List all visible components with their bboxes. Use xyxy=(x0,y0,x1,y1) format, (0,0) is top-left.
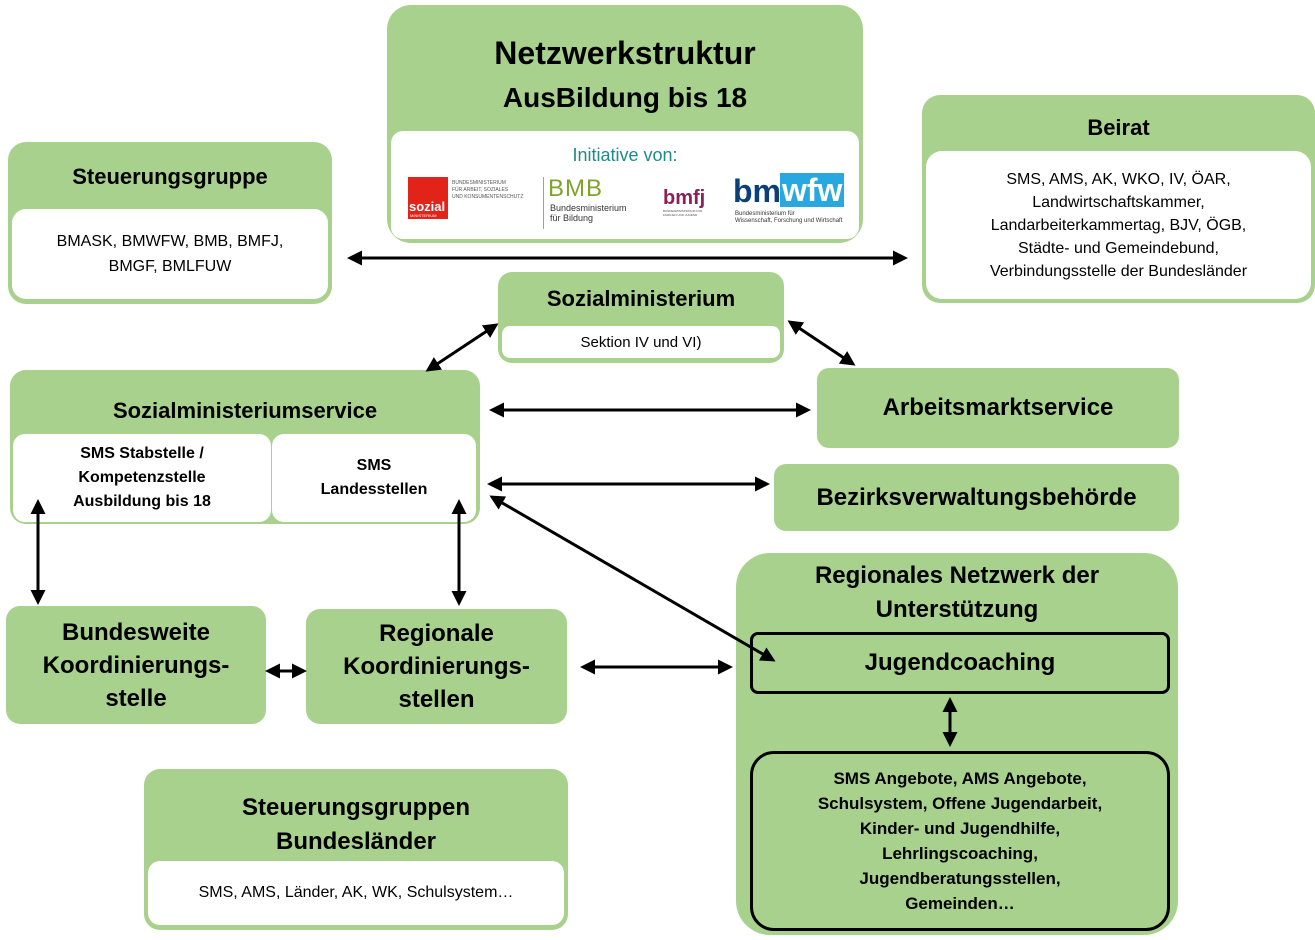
regionale-koordinierungsstellen-box: Regionale Koordinierungs- stellen xyxy=(306,609,567,724)
sozialministeriumservice-title: Sozialministeriumservice xyxy=(112,398,378,423)
arbeitsmarktservice-box: Arbeitsmarktservice xyxy=(817,368,1179,448)
sms-stabstelle: SMS Stabstelle / Kompetenzstelle Ausbild… xyxy=(13,434,271,522)
diagram-subtitle: AusBildung bis 18 xyxy=(502,82,748,113)
sozialministerium-box: Sozialministerium Sektion IV und VI) xyxy=(498,272,784,363)
initiative-label: Initiative von: xyxy=(572,145,678,165)
steuerungsgruppen-bundeslaender-members: SMS, AMS, Länder, AK, WK, Schulsystem… xyxy=(148,861,564,925)
steuerungsgruppe-box: Steuerungsgruppe BMASK, BMWFW, BMB, BMFJ… xyxy=(8,142,332,304)
beirat-title: Beirat xyxy=(1087,115,1150,140)
header-box: Netzwerkstruktur AusBildung bis 18 Initi… xyxy=(387,5,863,243)
angebote-box: SMS Angebote, AMS Angebote, Schulsystem,… xyxy=(750,751,1170,931)
beirat-members: SMS, AMS, AK, WKO, IV, ÖAR, Landwirtscha… xyxy=(926,151,1311,299)
bundesweite-koordinierungsstelle-box: Bundesweite Koordinierungs- stelle xyxy=(6,606,266,724)
bezirksverwaltung-box: Bezirksverwaltungsbehörde xyxy=(774,464,1179,531)
steuerungsgruppe-members: BMASK, BMWFW, BMB, BMFJ, BMGF, BMLFUW xyxy=(12,209,328,299)
steuerungsgruppen-bundeslaender-box: Steuerungsgruppen Bundesländer SMS, AMS,… xyxy=(144,769,568,930)
bmb-logo: BMB Bundesministerium für Bildung xyxy=(543,175,654,229)
diagram-title: Netzwerkstruktur xyxy=(494,35,756,71)
bmfj-logo: bmfj BUNDESMINISTERIUM FÜR FAMILIEN UND … xyxy=(663,187,706,217)
sozialministerium-detail: Sektion IV und VI) xyxy=(502,326,780,358)
regionales-netzwerk-box: Regionales Netzwerk der Unterstützung Ju… xyxy=(736,553,1178,935)
initiative-panel: Initiative von: sozial MINISTERIUM BUNDE… xyxy=(391,131,859,239)
steuerungsgruppen-bundeslaender-title: Steuerungsgruppen Bundesländer xyxy=(241,794,470,855)
steuerungsgruppe-title: Steuerungsgruppe xyxy=(72,164,268,189)
bmwfw-logo: bm wfw Bundesministerium für Wissenschaf… xyxy=(733,172,845,224)
regionales-netzwerk-title: Regionales Netzwerk der Unterstützung xyxy=(814,562,1100,623)
jugendcoaching-box: Jugendcoaching xyxy=(750,632,1170,694)
arrow-sozialministerium-ams xyxy=(787,320,856,366)
sozialministerium-logo: sozial MINISTERIUM BUNDESMINISTERIUM FÜR… xyxy=(408,177,548,227)
arrow-sozialministerium-sms xyxy=(425,323,499,372)
sozialministerium-title: Sozialministerium xyxy=(546,286,736,311)
sms-landesstellen: SMS Landesstellen xyxy=(272,434,476,522)
sozialministeriumservice-box: Sozialministeriumservice SMS Stabstelle … xyxy=(10,370,480,524)
beirat-box: Beirat SMS, AMS, AK, WKO, IV, ÖAR, Landw… xyxy=(922,95,1315,303)
